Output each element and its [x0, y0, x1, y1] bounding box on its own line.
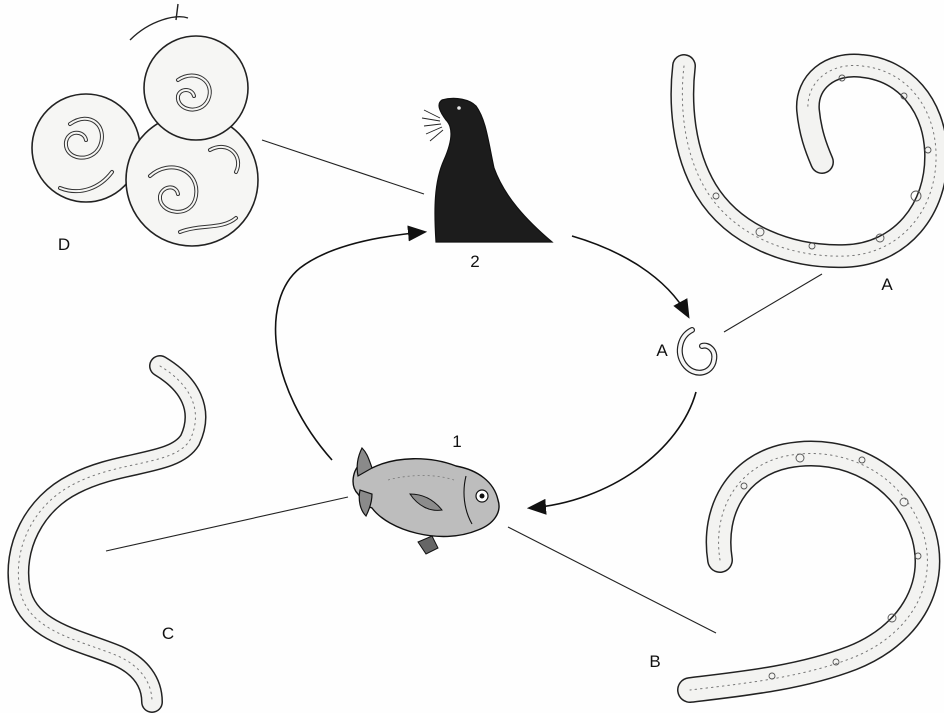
leader-line-B: [508, 527, 716, 633]
leader-line-C: [106, 497, 348, 551]
label-stage-A-small: A: [656, 341, 668, 360]
label-stage-D: D: [58, 235, 70, 254]
small-larva-A-illustration: [680, 330, 714, 373]
seal-illustration: [422, 98, 552, 242]
cycle-arrow-seal-to-larva: [572, 236, 688, 316]
fish-illustration: [353, 448, 499, 554]
larva-B-illustration: [690, 454, 927, 690]
leader-line-D: [262, 140, 424, 194]
larva-C-illustration: [18, 366, 195, 702]
leader-line-A: [724, 274, 822, 332]
label-stage-A-large: A: [881, 275, 893, 294]
cycle-arrow-fish-to-seal: [276, 232, 424, 460]
larva-A-illustration: [682, 65, 936, 256]
cysts-D-illustration: [32, 4, 258, 246]
label-stage-C: C: [162, 624, 174, 643]
label-host-1: 1: [452, 432, 461, 451]
label-stage-B: B: [649, 652, 660, 671]
cycle-arrow-larva-to-fish: [530, 392, 696, 508]
label-host-2: 2: [470, 252, 479, 271]
